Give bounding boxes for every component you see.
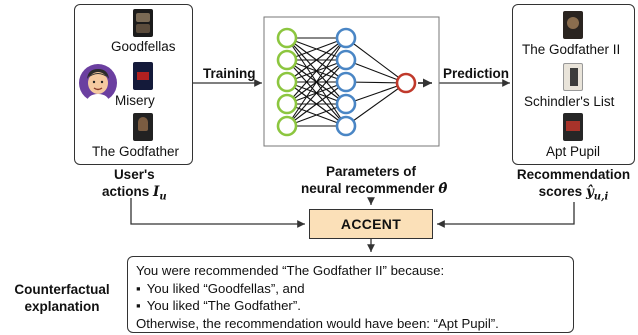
hidden-node — [335, 49, 357, 71]
network-edge — [345, 82, 407, 127]
network-edge — [345, 82, 407, 105]
params-line1: Parameters of — [325, 164, 417, 179]
user-item-goodfellas: Goodfellas — [111, 39, 176, 54]
scores-to-accent-line — [437, 202, 575, 228]
network-edge — [286, 59, 347, 127]
user-item-the-godfather: The Godfather — [92, 144, 180, 159]
network-edge — [286, 37, 347, 105]
network-edge — [286, 37, 347, 127]
user-avatar-icon — [79, 64, 117, 103]
input-node — [276, 27, 298, 49]
neural-network — [263, 16, 440, 147]
hidden-node — [335, 93, 357, 115]
user-actions-label: User's actions Iu — [102, 166, 167, 206]
explanation-bullet2: You liked “The Godfather”. — [136, 297, 565, 315]
schindlers-list-poster — [563, 63, 583, 91]
counterfactual-label: Counterfactual explanation — [10, 281, 114, 315]
network-nodes — [276, 27, 417, 137]
rec-scores-line2: scores — [538, 184, 583, 199]
user-actions-line1: User's — [113, 167, 155, 182]
accent-box: ACCENT — [309, 209, 433, 239]
network-edge — [345, 59, 407, 84]
rec-scores-line1: Recommendation — [516, 167, 631, 182]
network-edge — [286, 37, 347, 61]
explanation-box: You were recommended “The Godfather II” … — [127, 256, 574, 333]
goodfellas-poster — [133, 9, 153, 37]
input-node — [276, 71, 298, 93]
counterfactual-line2: explanation — [24, 299, 100, 314]
hidden-node — [335, 115, 357, 137]
user-to-accent-line — [130, 198, 305, 228]
explanation-bullet2-text: You liked “The Godfather”. — [146, 298, 301, 313]
prediction-label: Prediction — [443, 66, 510, 81]
recommendation-box: The Godfather II Schindler's List Apt Pu… — [512, 4, 635, 165]
network-edge — [286, 81, 347, 127]
the-godfather-ii-poster — [563, 11, 583, 39]
apt-pupil-poster — [563, 113, 583, 141]
network-edge — [286, 103, 347, 127]
params-line2: neural recommender — [301, 181, 435, 196]
explanation-bullet1: You liked “Goodfellas”, and — [136, 280, 565, 298]
hidden-node — [335, 71, 357, 93]
counterfactual-line1: Counterfactual — [14, 282, 110, 297]
network-edge — [286, 37, 347, 83]
rec-item-the-godfather-ii: The Godfather II — [522, 42, 621, 57]
user-item-misery: Misery — [115, 93, 155, 108]
explanation-bullet1-text: You liked “Goodfellas”, and — [146, 280, 305, 296]
explanation-line4: Otherwise, the recommendation would have… — [136, 315, 499, 331]
rec-item-schindlers-list: Schindler's List — [524, 94, 615, 109]
the-godfather-poster — [133, 113, 153, 141]
rec-scores-symbol: ŷ — [585, 184, 594, 200]
rec-scores-label: Recommendation scores ŷu,i — [512, 166, 635, 206]
rec-scores-subscript: u,i — [593, 191, 609, 203]
hidden-node — [335, 27, 357, 49]
params-symbol: θ̂ — [438, 181, 448, 197]
user-actions-line2: actions — [102, 184, 150, 199]
network-edge — [345, 37, 407, 84]
explanation-line1: You were recommended “The Godfather II” … — [136, 263, 445, 278]
params-label: Parameters of neural recommender θ̂ — [301, 163, 447, 198]
user-actions-symbol: I — [153, 184, 160, 200]
training-label: Training — [203, 66, 256, 81]
rec-item-apt-pupil: Apt Pupil — [546, 144, 601, 159]
input-node — [276, 93, 298, 115]
user-actions-subscript: u — [159, 191, 167, 203]
output-node — [395, 72, 417, 94]
input-node — [276, 49, 298, 71]
input-node — [276, 115, 298, 137]
misery-poster — [133, 62, 153, 90]
